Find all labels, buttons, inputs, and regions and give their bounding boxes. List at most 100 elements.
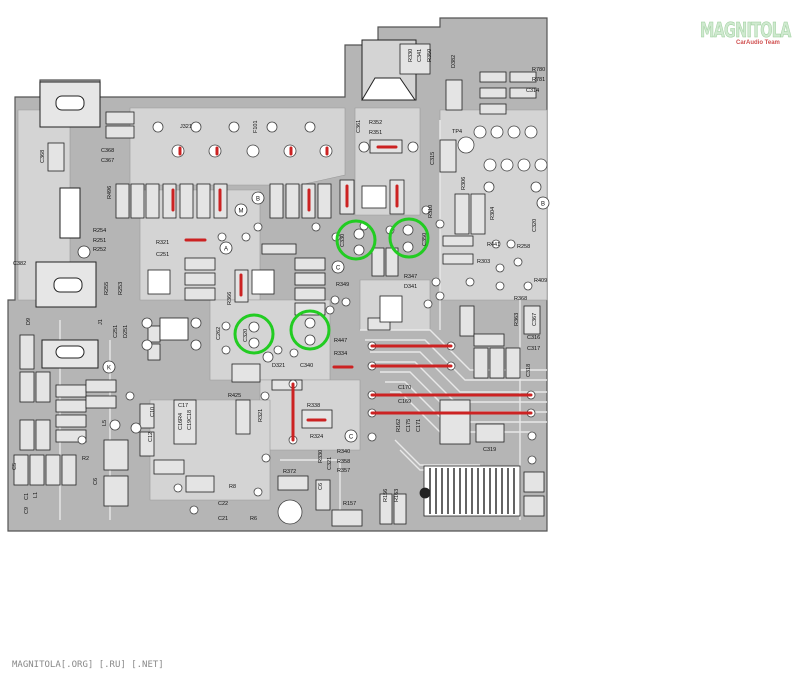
component-label: R447 (334, 338, 347, 344)
component-label: R372 (283, 469, 296, 475)
component-label: D321 (272, 363, 285, 369)
component-label: R334 (334, 351, 347, 357)
component-label: R330 (318, 450, 324, 463)
component-label: R366 (227, 292, 233, 305)
component-label: C316 (527, 335, 540, 341)
component-label: L5 (102, 420, 108, 426)
pin-marker-letter: K (107, 366, 111, 372)
component-label: R340 (337, 449, 350, 455)
component-label: C9 (24, 507, 30, 514)
component-label: R6 (250, 516, 257, 522)
component-label: R351 (369, 130, 382, 136)
component-label: C251 (156, 252, 169, 258)
component-label: R358 (337, 459, 350, 465)
component-label: R157 (343, 501, 356, 507)
component-label: C361 (356, 120, 362, 133)
component-label: C314 (526, 88, 539, 94)
component-label: C6 (93, 478, 99, 485)
component-label: R303 (477, 259, 490, 265)
component-label: R321 (258, 409, 264, 422)
component-label: R496 (107, 186, 113, 199)
component-label: C5 (12, 463, 18, 470)
component-label: R252 (93, 247, 106, 253)
component-label: R321 (156, 240, 169, 246)
component-label: C382 (13, 261, 26, 267)
component-label: R347 (404, 274, 417, 280)
component-label: R781 (532, 77, 545, 83)
component-label: R409 (534, 278, 547, 284)
smd-components (13, 43, 545, 527)
component-label: R156 (383, 489, 389, 502)
component-label: C368 (101, 148, 114, 154)
component-label: C350 (422, 233, 428, 246)
component-label: C262 (216, 327, 222, 340)
magnitola-logo: MAGNITOLA CarAudio Team (700, 18, 792, 52)
component-label: R349 (336, 282, 349, 288)
pin-marker-letter: A (224, 247, 228, 253)
component-label: C330 (340, 234, 346, 247)
pin-marker-letter: C (349, 435, 354, 441)
logo-text: MAGNITOLA (700, 18, 792, 43)
pin-marker-letter: B (256, 197, 260, 203)
component-label: TP4 (452, 129, 462, 135)
logo-subtext: CarAudio Team (736, 40, 780, 46)
component-label: R163 (394, 489, 400, 502)
component-label: D382 (451, 55, 457, 68)
component-label: C18 (187, 410, 193, 420)
component-labels: J321C368C367C368R496R254R251R252C382R321… (12, 49, 547, 522)
component-label: L1 (33, 492, 39, 498)
component-label: R441 (487, 242, 500, 248)
component-label: F101 (253, 120, 259, 133)
component-label: R4 (178, 413, 184, 420)
component-label: R306 (461, 177, 467, 190)
component-label: C21 (218, 516, 228, 522)
component-label: C321 (327, 457, 333, 470)
pin-marker-letter: C (336, 266, 341, 272)
component-label: R255 (104, 282, 110, 295)
component-label: R363 (514, 313, 520, 326)
component-label: C16 (178, 420, 184, 430)
pin-markers (77, 191, 550, 443)
component-label: R350 (427, 49, 433, 62)
component-label: C251 (113, 325, 119, 338)
component-label: C319 (483, 447, 496, 453)
component-label: C12 (148, 432, 154, 442)
component-label: R8 (229, 484, 236, 490)
component-label: R780 (532, 67, 545, 73)
component-label: R352 (369, 120, 382, 126)
component-label: C320 (243, 329, 249, 342)
component-label: C1 (24, 493, 30, 500)
component-label: C320 (532, 219, 538, 232)
component-label: R357 (337, 468, 350, 474)
component-label: R251 (93, 238, 106, 244)
component-label: C175 (406, 419, 412, 432)
component-label: C19 (187, 420, 193, 430)
component-label: R304 (490, 207, 496, 220)
component-label: C10 (150, 407, 156, 417)
component-label: C6 (318, 483, 324, 490)
component-label: R324 (310, 434, 323, 440)
component-label: C318 (526, 364, 532, 377)
component-label: C340 (300, 363, 313, 369)
pin-marker-letter: M (239, 209, 244, 215)
component-label: C341 (417, 49, 423, 62)
component-label: R330 (408, 49, 414, 62)
copper-zones (17, 107, 548, 501)
ic-packages (147, 185, 521, 517)
component-label: R254 (93, 228, 106, 234)
component-label: R2 (82, 456, 89, 462)
component-label: R258 (517, 244, 530, 250)
component-label: D341 (404, 284, 417, 290)
pin-marker-letters: M B C A K C B (107, 197, 545, 441)
component-label: R338 (307, 403, 320, 409)
footer-domains: MAGNITOLA[.ORG] [.RU] [.NET] (12, 660, 164, 670)
component-label: R162 (396, 419, 402, 432)
component-label: R368 (514, 296, 527, 302)
component-label: C368 (40, 150, 46, 163)
component-label: C17 (178, 403, 188, 409)
component-label: C315 (430, 152, 436, 165)
component-label: R253 (118, 282, 124, 295)
pin-marker-letter: B (541, 202, 545, 208)
component-label: C22 (218, 501, 228, 507)
